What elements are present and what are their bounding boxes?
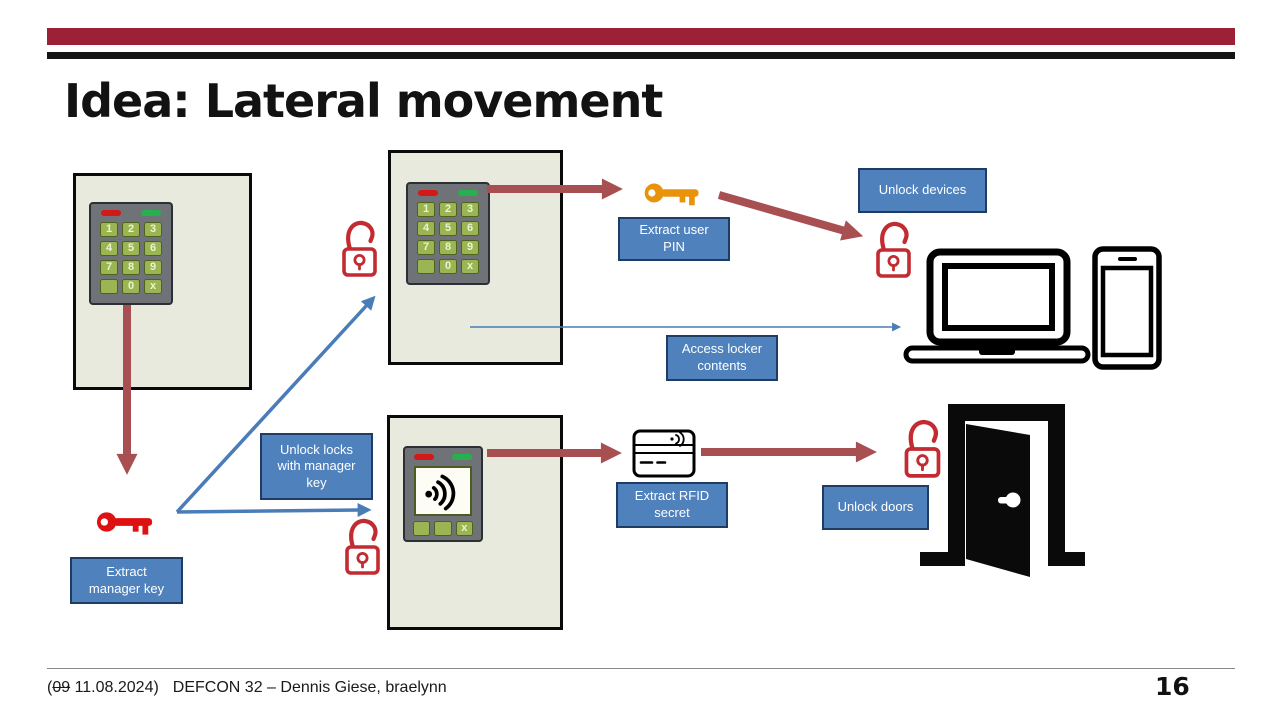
keypad-key-2: 2 [439, 202, 457, 217]
open-padlock-icon [345, 518, 380, 575]
label-extract-rfid-secret: Extract RFID secret [616, 482, 728, 528]
laptop-icon [903, 248, 1091, 364]
keypad-key-8: 8 [439, 240, 457, 255]
keypad-key-6: 6 [461, 221, 479, 236]
keypad-key-9: 9 [461, 240, 479, 255]
page-number: 16 [1155, 672, 1190, 701]
footer-struck-version: 09 [52, 679, 71, 696]
slide-title: Idea: Lateral movement [64, 74, 663, 128]
rfid-card-icon [632, 429, 696, 478]
keypad-leds [418, 190, 478, 196]
locker-cabinet-bottom: x [387, 415, 563, 630]
keypad-key-blank [434, 521, 452, 536]
label-unlock-locks-with-manager-key: Unlock locks with manager key [260, 433, 373, 500]
manager-key-icon [96, 512, 153, 535]
keypad-key-4: 4 [417, 221, 435, 236]
footer-text: (09 11.08.2024) DEFCON 32 – Dennis Giese,… [47, 679, 447, 697]
keypad-key-4: 4 [100, 241, 118, 256]
green-led-icon [452, 454, 472, 460]
footer-open-paren: ( [47, 679, 53, 696]
open-padlock-icon [904, 419, 941, 478]
open-door-icon [920, 404, 1085, 577]
label-extract-manager-key: Extract manager key [70, 557, 183, 604]
keypad-key-2: 2 [122, 222, 140, 237]
red-led-icon [101, 210, 121, 216]
rfid-reader-device: x [403, 446, 483, 542]
label-access-locker-contents: Access locker contents [666, 335, 778, 381]
label-unlock-doors: Unlock doors [822, 485, 929, 530]
open-padlock-icon [876, 221, 911, 278]
keypad-key-0: 0 [439, 259, 457, 274]
footer-credits: DEFCON 32 – Dennis Giese, braelynn [172, 679, 447, 696]
keypad-key-1: 1 [100, 222, 118, 237]
footer-divider [47, 668, 1235, 669]
keypad-key-0: 0 [122, 279, 140, 294]
arrow-unlock-devices [717, 191, 864, 241]
rfid-reader-screen [414, 466, 472, 516]
rfid-reader-buttons: x [413, 521, 473, 536]
nfc-wave-icon [425, 474, 456, 511]
keypad-key-7: 7 [100, 260, 118, 275]
red-led-icon [414, 454, 434, 460]
keypad-key-6: 6 [144, 241, 162, 256]
arrow-manager-key-to-bottom-locker [176, 503, 372, 518]
keypad-key-5: 5 [439, 221, 457, 236]
keypad-key-1: 1 [417, 202, 435, 217]
keypad-key-x: x [461, 259, 479, 274]
green-led-icon [458, 190, 478, 196]
keypad-key-9: 9 [144, 260, 162, 275]
user-pin-key-icon [644, 183, 699, 206]
label-unlock-devices: Unlock devices [858, 168, 987, 213]
keypad-key-x: x [144, 279, 162, 294]
keypad-key-8: 8 [122, 260, 140, 275]
keypad-key-3: 3 [144, 222, 162, 237]
keypad-leds [414, 454, 472, 460]
keypad-key-blank [413, 521, 431, 536]
keypad-key-7: 7 [417, 240, 435, 255]
smartphone-icon [1092, 246, 1162, 370]
keypad-key-blank [417, 259, 435, 274]
green-led-icon [141, 210, 161, 216]
red-led-icon [418, 190, 438, 196]
label-extract-user-pin: Extract user PIN [618, 217, 730, 261]
keypad-key-3: 3 [461, 202, 479, 217]
keypad-key-5: 5 [122, 241, 140, 256]
open-padlock-icon [342, 220, 377, 277]
header-maroon-bar [47, 28, 1235, 45]
keypad-leds [101, 210, 161, 216]
header-black-bar [47, 52, 1235, 59]
keypad-key-blank [100, 279, 118, 294]
keypad-key-x: x [455, 521, 473, 536]
footer-date: 11.08.2024) [70, 679, 159, 696]
